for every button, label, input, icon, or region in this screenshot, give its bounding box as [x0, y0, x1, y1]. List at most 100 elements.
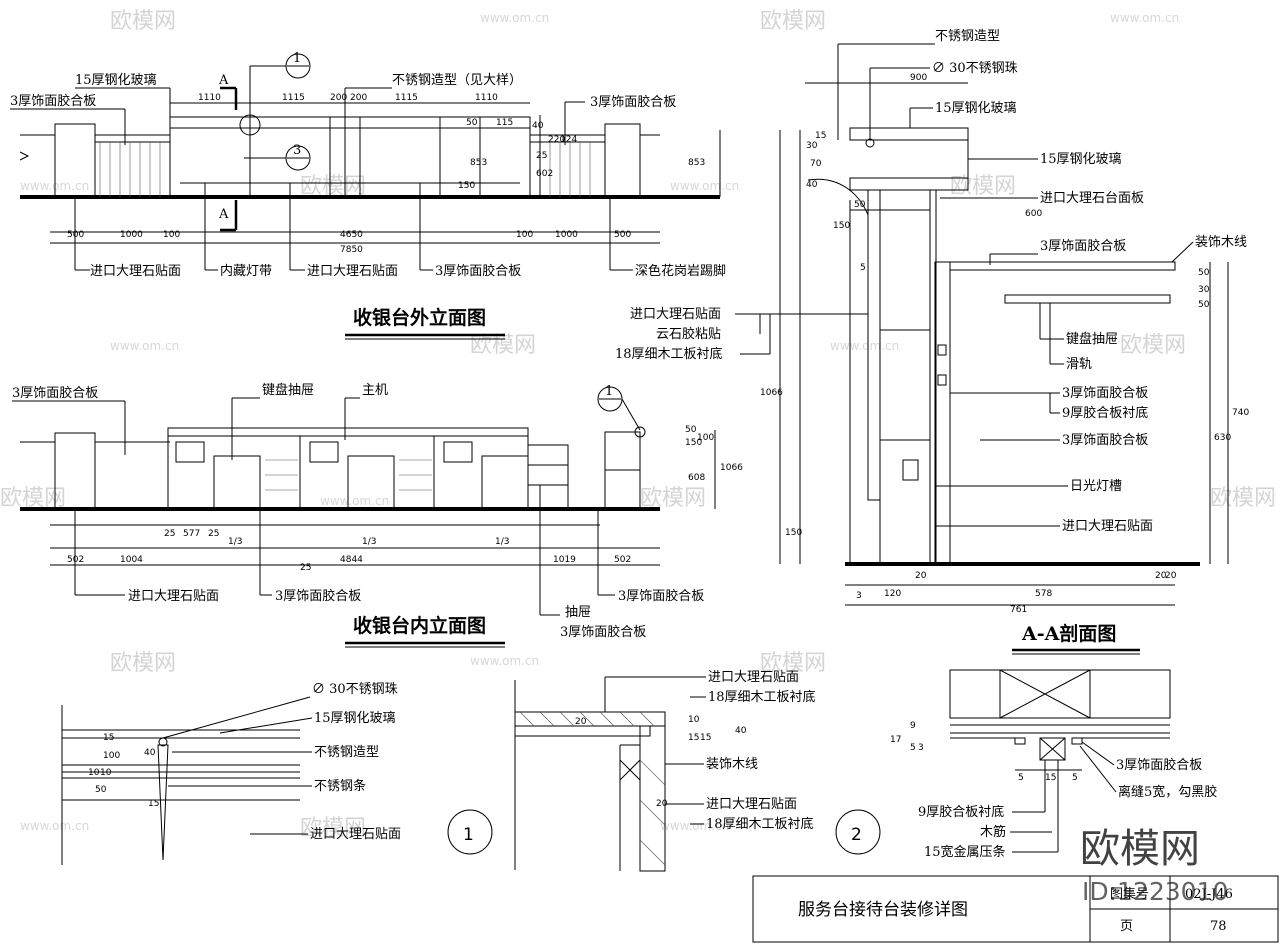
watermark-big-brand: 欧模网	[1080, 826, 1200, 872]
watermark-site: www.om.cn	[480, 11, 549, 25]
label-veneer-plywood: 3厚饰面胶合板	[10, 93, 96, 109]
label-stainless-shape: 不锈钢造型	[314, 745, 379, 760]
dim-text: 20	[656, 799, 668, 809]
label-plywood-base: 9厚胶合板衬底	[1062, 405, 1148, 421]
dim-text: 15	[688, 733, 699, 743]
detail-number: 2	[851, 825, 862, 845]
label-veneer-plywood-bottom: 3厚饰面胶合板	[275, 588, 361, 604]
dim-text: 900	[910, 73, 927, 83]
dim-text: 1110	[198, 93, 221, 103]
dim-text: 20	[1155, 571, 1167, 581]
watermark-brand: 欧模网	[300, 174, 366, 199]
label-marble-facing: 进口大理石贴面	[630, 307, 721, 322]
dim-text: 500	[67, 230, 84, 240]
watermark-site: www.om.cn	[1110, 11, 1179, 25]
dim-text: 853	[470, 158, 487, 168]
keyboard-tray	[1004, 294, 1171, 304]
dim-text: 1/3	[228, 537, 242, 547]
dim-text: 15	[103, 733, 114, 743]
dim-text: 1000	[120, 230, 143, 240]
detail-number: 1	[463, 825, 474, 845]
inner-elevation-title: 收银台内立面图	[353, 614, 486, 637]
dim-text: 1066	[720, 463, 743, 473]
dim-text: 1066	[760, 388, 783, 398]
watermark-logo: 欧模网 ID:1223010	[1080, 826, 1228, 906]
dim-text: 100	[163, 230, 180, 240]
dim-text: 25	[536, 151, 547, 161]
detail-1: ∅ 30不锈钢珠 15厚钢化玻璃 不锈钢造型 不锈钢条 进口大理石贴面 15 1…	[61, 682, 493, 865]
watermark-site: www.om.cn	[20, 819, 89, 833]
dim-text: 1000	[555, 230, 578, 240]
dim-text: 200	[350, 93, 367, 103]
atlas-number: 02J-J46	[1185, 887, 1233, 902]
detail-2: 3厚饰面胶合板 离缝5宽，勾黑胶 9厚胶合板衬底 木筋 15宽金属压条 17 9…	[835, 669, 1217, 860]
label-marble-top: 进口大理石台面板	[1040, 191, 1144, 206]
label-steel-ball: ∅ 30不锈钢珠	[932, 61, 1018, 76]
side-facing	[639, 725, 666, 872]
watermark-site: www.om.cn	[320, 494, 389, 508]
watermark-site: www.om.cn	[830, 339, 899, 353]
dim-text: 15	[700, 733, 711, 743]
label-drawer: 抽屉	[565, 605, 591, 620]
label-blockboard-base: 18厚细木工板衬底	[615, 346, 723, 362]
dim-text: 3	[918, 743, 924, 753]
dim-text: 577	[183, 529, 200, 539]
dim-text: 5	[860, 263, 866, 273]
dim-text: 9	[910, 721, 916, 731]
dim-text: 50	[1198, 268, 1210, 278]
dim-text: 17	[890, 735, 901, 745]
label-marble-facing-top: 进口大理石贴面	[708, 670, 799, 685]
dim-text: 15	[148, 799, 159, 809]
watermark-brand: 欧模网	[110, 651, 176, 676]
label-marble-facing-bottom: 进口大理石贴面	[1062, 519, 1153, 534]
dim-text: 124	[560, 135, 577, 145]
dim-text: 50	[466, 118, 478, 128]
watermark-brand: 欧模网	[470, 333, 536, 358]
label-veneer-plywood: 3厚饰面胶合板	[12, 385, 98, 401]
dim-text: 220	[548, 135, 565, 145]
label-wood-rib: 木筋	[980, 824, 1006, 840]
section-mark-a-bottom: A	[218, 207, 229, 222]
dim-text: 50	[854, 200, 866, 210]
dim-text: 630	[1214, 433, 1231, 443]
host-cabinet	[347, 455, 395, 510]
dim-text: 3	[856, 591, 862, 601]
dim-text: 30	[806, 141, 818, 151]
label-marble-facing-center: 进口大理石贴面	[307, 264, 398, 279]
label-granite-skirting: 深色花岗岩踢脚	[635, 263, 726, 279]
dim-text: 10	[688, 715, 700, 725]
watermark-layer: 欧模网 欧模网 www.om.cn www.om.cn 欧模网 欧模网 www.…	[0, 9, 1276, 841]
outer-elevation-title: 收银台外立面图	[353, 306, 486, 329]
callout-number: 1	[293, 51, 301, 66]
dim-text: 740	[1232, 408, 1249, 418]
label-marble-facing-side: 进口大理石贴面	[706, 797, 797, 812]
dim-text: 853	[688, 158, 705, 168]
label-blockboard-top: 18厚细木工板衬底	[708, 689, 816, 705]
label-gap-black-glue: 离缝5宽，勾黑胶	[1118, 784, 1217, 800]
outer-elevation: A A 1 3 15厚钢化玻璃 3厚饰面胶合板 不锈钢造型（见大样） 3厚饰面胶…	[10, 51, 726, 340]
watermark-site: www.om.cn	[670, 179, 739, 193]
dim-text: 1110	[475, 93, 498, 103]
host-cabinet	[481, 455, 529, 510]
dim-text: 4650	[340, 230, 363, 240]
inner-elevation: 1 3厚饰面胶合板 键盘抽屉 主机 进口大理石贴面 3厚饰面胶合板 3厚饰面胶合…	[12, 382, 743, 648]
dim-text: 20	[575, 717, 587, 727]
callout-number: 1	[605, 384, 613, 399]
dim-text: 150	[685, 438, 702, 448]
detail-number-bubble	[447, 809, 493, 855]
section-aa: 不锈钢造型 ∅ 30不锈钢珠 15厚钢化玻璃 15厚钢化玻璃 进口大理石台面板 …	[615, 29, 1249, 655]
dim-text: 120	[884, 589, 901, 599]
label-host: 主机	[362, 383, 388, 398]
dim-text: 50	[685, 425, 697, 435]
label-metal-strip: 15宽金属压条	[924, 844, 1006, 860]
label-tempered-glass: 15厚钢化玻璃	[1040, 152, 1122, 167]
dim-text: 1115	[395, 93, 418, 103]
dim-text: 10	[100, 768, 112, 778]
dim-text: 1115	[282, 93, 305, 103]
dim-text: 602	[536, 169, 553, 179]
dim-text: 150	[833, 221, 850, 231]
section-aa-title: A-A剖面图	[1021, 622, 1116, 645]
label-plywood-base: 9厚胶合板衬底	[918, 804, 1004, 820]
label-stainless-shape: 不锈钢造型	[935, 29, 1000, 44]
label-veneer-plywood: 3厚饰面胶合板	[1116, 757, 1202, 773]
